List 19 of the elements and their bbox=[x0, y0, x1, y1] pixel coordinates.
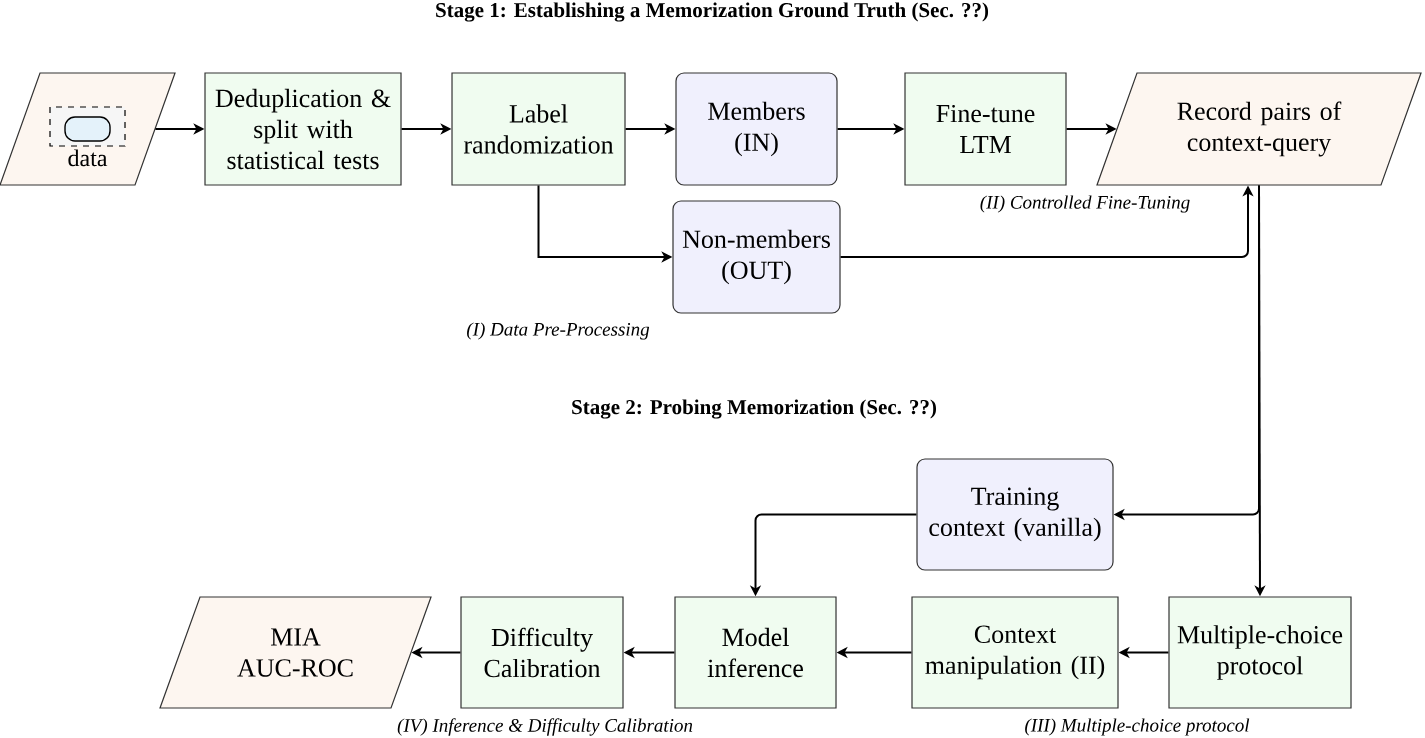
stage-heading: Stage 2: Probing Memorization (Sec. ??) bbox=[572, 399, 936, 419]
rounded-box: Training context (vanilla) bbox=[916, 458, 1114, 571]
data-label: data bbox=[68, 149, 108, 167]
process-box: Difficulty Calibration bbox=[460, 596, 624, 709]
process-box: Context manipulation (II) bbox=[911, 596, 1119, 709]
parallelogram-box: Record pairs of context-query bbox=[1096, 72, 1422, 186]
phase-label: (III) Multiple-choice protocol bbox=[1025, 718, 1250, 736]
rounded-box: Members (IN) bbox=[675, 72, 838, 186]
process-box: Deduplication & split with statistical tests bbox=[204, 72, 402, 186]
process-box: Label randomization bbox=[451, 72, 626, 186]
phase-label: (II) Controlled Fine-Tuning bbox=[980, 195, 1190, 213]
phase-label: (IV) Inference & Difficulty Calibration bbox=[397, 718, 693, 736]
process-box: Fine-tune LTM bbox=[904, 72, 1067, 186]
phase-label: (I) Data Pre-Processing bbox=[467, 322, 650, 340]
stage-heading: Stage 1: Establishing a Memorization Ground Truth (Sec. ??) bbox=[436, 2, 989, 22]
rounded-box: Non-members (OUT) bbox=[672, 200, 841, 314]
parallelogram-box: MIA AUC-ROC bbox=[159, 596, 432, 709]
process-box: Multiple-choice protocol bbox=[1168, 596, 1352, 709]
process-box: Model inference bbox=[674, 596, 837, 709]
